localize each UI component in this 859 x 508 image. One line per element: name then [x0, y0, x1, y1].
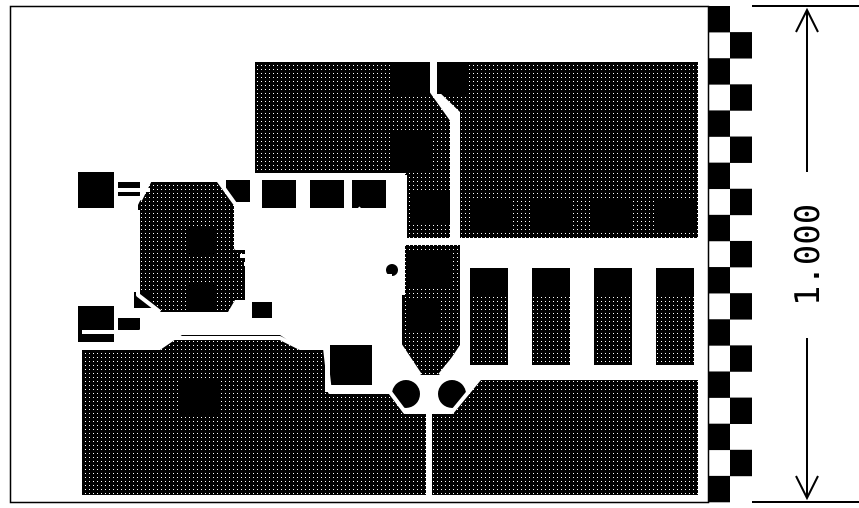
pad-center-2 [408, 300, 438, 330]
trace-12 [82, 310, 162, 334]
pad-left-top [78, 172, 114, 208]
pad-top-3 [390, 130, 430, 170]
arrowhead-down-icon [795, 475, 819, 501]
pad-left-bottom-small [118, 318, 140, 332]
pad-top-1 [390, 62, 430, 94]
gap-center-left [398, 240, 422, 377]
scale-checker [708, 6, 752, 503]
isolation-traces [82, 62, 700, 414]
checker-square [708, 110, 730, 137]
checker-square [708, 214, 730, 242]
checker-square [730, 84, 752, 111]
checker-square [708, 319, 730, 346]
via-bottom-2 [438, 380, 466, 408]
arrowhead-up-icon [795, 7, 819, 33]
trace-13 [160, 310, 250, 327]
checker-square [730, 345, 752, 372]
checker-square [708, 475, 730, 503]
pad-finger-2 [532, 268, 570, 294]
pad-right-1 [470, 200, 510, 232]
trace-2 [250, 205, 300, 242]
pad-finger-4 [656, 268, 694, 294]
pad-ic-1 [262, 180, 296, 208]
gap-center-right [438, 245, 464, 377]
pad-top-4 [410, 190, 450, 224]
checker-square [708, 162, 730, 190]
trace-1 [234, 205, 292, 250]
gap-top-mid [403, 175, 460, 242]
checker-square [708, 423, 730, 451]
gap-left-side [136, 210, 162, 314]
pad-left-bottom [78, 306, 114, 342]
trace-6 [356, 206, 390, 228]
pad-finger-3 [594, 268, 632, 294]
pad-bottom-left [180, 378, 218, 416]
trace-bottom-outline [160, 336, 700, 414]
pad-right-3 [592, 200, 632, 232]
pad-center-1 [408, 250, 452, 286]
dimension-arrow [752, 5, 859, 503]
checker-square [730, 136, 752, 163]
pad-bottom-mid [330, 345, 372, 385]
pad-top-2 [437, 62, 467, 94]
trace-8 [244, 262, 294, 300]
gap-bottom-split [426, 412, 429, 498]
checker-square [730, 449, 752, 477]
pour-top-middle [255, 62, 452, 238]
checker-square [730, 240, 752, 268]
via-bottom-1 [392, 380, 420, 408]
pad-ic-3 [352, 180, 386, 208]
trace-4 [294, 208, 384, 242]
pour-bottom-right [432, 378, 698, 495]
via-small [386, 264, 398, 276]
gap-top-divider [430, 62, 454, 240]
checker-square [708, 371, 730, 398]
pad-left-comp-1 [186, 226, 216, 254]
pour-top-right [437, 62, 698, 238]
checker-square [708, 58, 730, 85]
checker-square [708, 267, 730, 294]
checker-square [730, 293, 752, 320]
pad-finger-1 [470, 268, 508, 294]
checker-square [730, 397, 752, 424]
board-outline [9, 5, 710, 504]
trace-10 [300, 260, 392, 278]
pad-right-2 [530, 200, 570, 232]
pad-right-4 [654, 200, 694, 232]
trace-3 [260, 208, 380, 258]
pad-ic-2 [310, 180, 344, 208]
pad-mid-small [252, 302, 272, 318]
checker-square [708, 6, 730, 33]
checker-square [730, 32, 752, 59]
pad-left-comp-2 [186, 282, 216, 310]
trace-9 [246, 272, 396, 380]
dimension-label: 1.000 [788, 204, 828, 306]
trace-5 [316, 208, 384, 234]
pour-bottom-left [82, 335, 428, 495]
pads [78, 62, 694, 416]
trace-11 [303, 248, 340, 302]
checker-square [730, 188, 752, 216]
finger-gaps [508, 270, 656, 365]
